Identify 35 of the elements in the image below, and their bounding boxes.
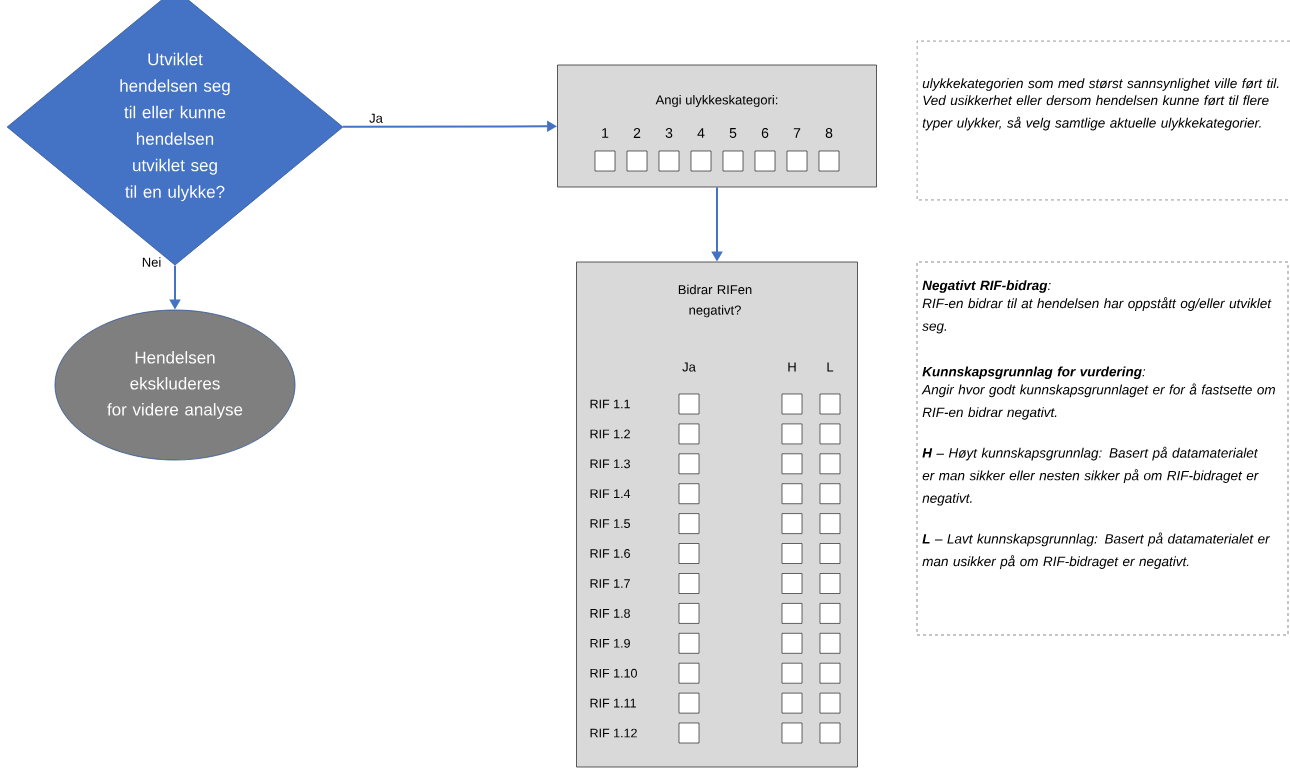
note-text: H – Høyt kunnskapsgrunnlag: Basert på datamaterialet er man sikker eller nesten sikker på om RIF-bidraget er negativt. bbox=[922, 446, 1259, 506]
row-label: RIF 1.12 bbox=[590, 728, 637, 738]
category-number: 6 bbox=[761, 128, 769, 138]
category-number: 5 bbox=[729, 128, 737, 138]
note-text: ulykkekategorien som med størst sannsynlighet ville ført til. bbox=[922, 78, 1279, 91]
category-number: 1 bbox=[602, 128, 609, 138]
category-number: 4 bbox=[697, 128, 705, 138]
row-label: RIF 1.10 bbox=[590, 668, 637, 678]
row-label: RIF 1.4 bbox=[590, 489, 631, 498]
note-text: RIF-en bidrar til at hendelsen har oppstått og/eller utviklet seg. bbox=[922, 297, 1272, 334]
note-text: L – Lavt kunnskapsgrunnlag: Basert på datamaterialet er man usikker på om RIF-bidraget er negativt. bbox=[922, 532, 1271, 569]
row-label: RIF 1.3 bbox=[590, 459, 630, 469]
row-label: RIF 1.8 bbox=[590, 609, 630, 618]
row-label: RIF 1.7 bbox=[590, 579, 630, 588]
form-heading: Angi ulykkeskategori: bbox=[655, 94, 778, 108]
question-text: Bidrar RIFen negativt? bbox=[678, 284, 752, 318]
category-number: 2 bbox=[633, 128, 641, 138]
column-heading: L bbox=[827, 362, 834, 372]
edge-label: Nei bbox=[140, 255, 163, 269]
note-text: Kunnskapsgrunnlag for vurdering: bbox=[922, 366, 1146, 380]
category-number: 8 bbox=[825, 128, 833, 138]
row-label: RIF 1.5 bbox=[590, 519, 630, 528]
row-label: RIF 1.1 bbox=[590, 399, 630, 409]
row-label: RIF 1.6 bbox=[590, 549, 630, 558]
edge-label: Ja bbox=[367, 112, 385, 125]
column-heading: H bbox=[788, 362, 796, 372]
category-number: 7 bbox=[793, 128, 801, 138]
category-number: 3 bbox=[665, 128, 673, 138]
row-label: RIF 1.11 bbox=[590, 698, 636, 708]
column-heading: Ja bbox=[682, 362, 696, 372]
note-text: Negativt RIF-bidrag: bbox=[922, 280, 1051, 293]
note-text: Angir hvor godt kunnskapsgrunnlaget er for å fastsette om RIF-en bidrar negativt. bbox=[921, 383, 1275, 420]
row-label: RIF 1.2 bbox=[590, 429, 630, 439]
note-text: Ved usikkerhet eller dersom hendelsen kunne ført til flere typer ulykker, så velg samtlige aktuelle ulykkekategorier. bbox=[922, 95, 1269, 131]
row-label: RIF 1.9 bbox=[590, 638, 630, 648]
